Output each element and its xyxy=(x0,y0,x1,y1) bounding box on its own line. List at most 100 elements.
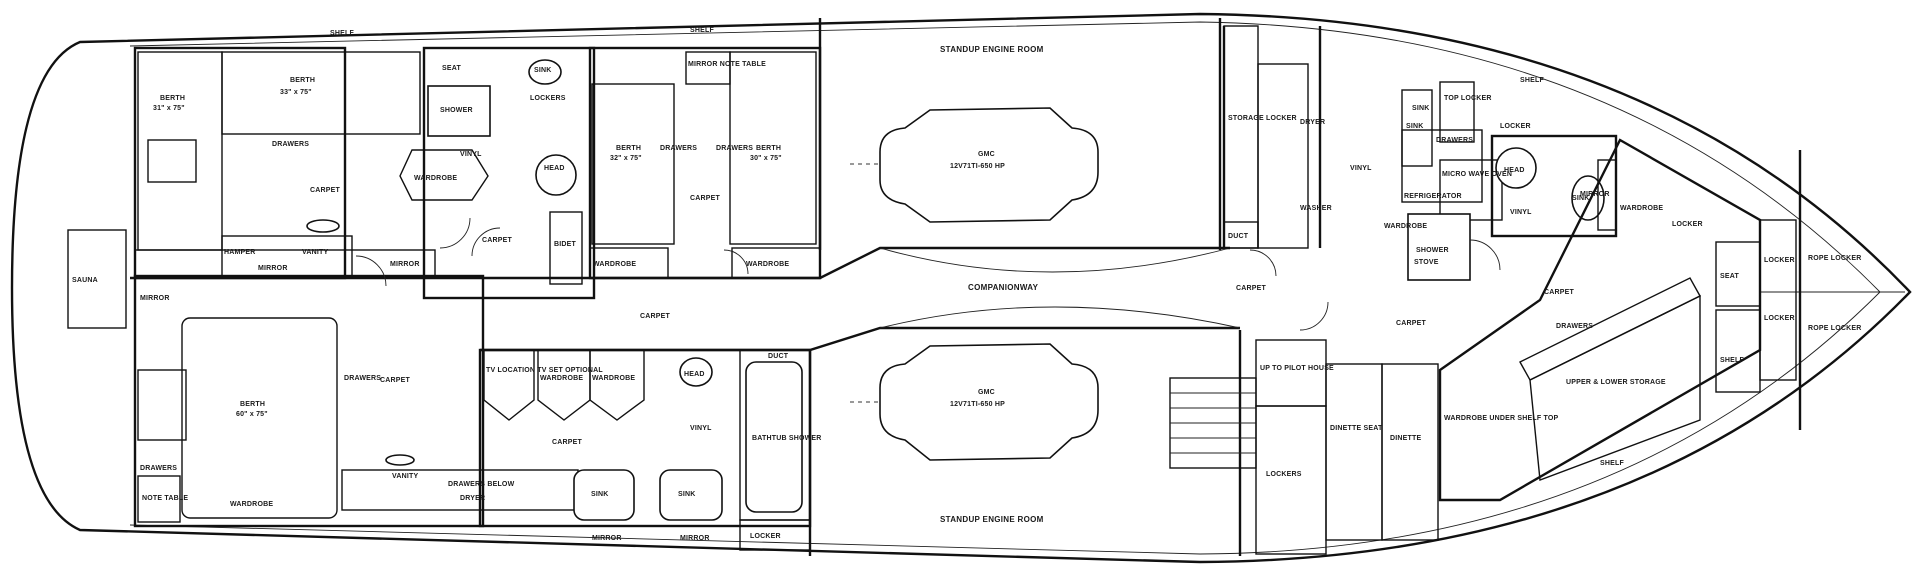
tv-location-shape xyxy=(483,349,535,421)
sink-1-basin xyxy=(528,59,562,85)
wardrobe-5-shape xyxy=(589,349,645,421)
label-shelf-mid: SHELF xyxy=(690,27,714,34)
label-lockers-lower: LOCKERS xyxy=(1266,471,1302,478)
guest-berth-left xyxy=(591,83,675,245)
bidet-box xyxy=(549,211,583,285)
label-bidet: BIDET xyxy=(554,241,577,248)
label-wardrobe-4: WARDROBE xyxy=(540,375,583,382)
label-head-1: HEAD xyxy=(544,165,565,172)
label-rope-locker-1: ROPE LOCKER xyxy=(1808,255,1862,262)
label-wardrobe-2: WARDROBE xyxy=(593,261,636,268)
label-berth-master: BERTH xyxy=(240,401,265,408)
refrigerator-box xyxy=(1401,129,1483,203)
label-stove: STOVE xyxy=(1414,259,1439,266)
label-drawers-2: DRAWERS xyxy=(140,465,177,472)
label-dinette: DINETTE xyxy=(1390,435,1421,442)
hull-outline xyxy=(10,12,1912,564)
engine-bottom-block xyxy=(879,343,1099,461)
fwd-storage-block xyxy=(1529,294,1701,481)
label-engine-top: GMC xyxy=(978,151,995,158)
label-shelf-fwd-lower: SHELF xyxy=(1600,460,1624,467)
label-vinyl-2: VINYL xyxy=(690,425,712,432)
bathtub xyxy=(745,361,803,513)
label-wardrobe-3: WARDROBE xyxy=(746,261,789,268)
label-sink-fwd: SINK xyxy=(1412,105,1430,112)
vanity-dresser-bench xyxy=(341,469,579,511)
label-carpet-2: CARPET xyxy=(380,377,411,384)
label-dryer-1: DRYER xyxy=(1300,119,1325,126)
label-berth-guest-right: BERTH xyxy=(756,145,781,152)
label-duct-2: DUCT xyxy=(768,353,789,360)
label-vinyl-4: VINYL xyxy=(1510,209,1532,216)
label-rope-locker-2: ROPE LOCKER xyxy=(1808,325,1862,332)
label-dinette-seat: DINETTE SEAT xyxy=(1330,425,1383,432)
label-locker-3: LOCKER xyxy=(1672,221,1703,228)
dinette-seat-box xyxy=(1325,363,1383,541)
label-duct-1: DUCT xyxy=(1228,233,1249,240)
label-shower-1: SHOWER xyxy=(440,107,473,114)
label-mirror-5: MIRROR xyxy=(140,295,170,302)
label-wardrobe-8: WARDROBE xyxy=(1384,223,1427,230)
label-hamper: HAMPER xyxy=(224,249,256,256)
head-1-toilet xyxy=(535,154,577,196)
label-berth-master-size: 60" x 75" xyxy=(236,411,268,418)
head-3-toilet xyxy=(1495,147,1537,189)
label-wardrobe-5: WARDROBE xyxy=(592,375,635,382)
label-mirror-6: MIRROR xyxy=(1580,191,1610,198)
label-engine-room-bottom: STANDUP ENGINE ROOM xyxy=(940,515,1044,524)
label-locker-2: LOCKER xyxy=(1500,123,1531,130)
dinette-box xyxy=(1381,363,1439,541)
label-dryer-2: DRYER xyxy=(460,495,485,502)
label-mirror-1: MIRROR xyxy=(258,265,288,272)
label-berth-guest-right-size: 32" x 75" xyxy=(610,155,642,162)
micro-oven-box xyxy=(1439,159,1503,221)
label-vanity-1: VANITY xyxy=(302,249,328,256)
label-drawers-4: DRAWERS xyxy=(1556,323,1593,330)
label-wardrobe-1: WARDROBE xyxy=(414,175,457,182)
label-head-2: HEAD xyxy=(684,371,705,378)
label-drawers-below: DRAWERS BELOW xyxy=(448,481,515,488)
label-berth-guest-right-size-2: 30" x 75" xyxy=(750,155,782,162)
sink-3-bowl xyxy=(659,469,723,521)
label-shelf-fwd-3: SHELF xyxy=(1720,357,1744,364)
fwd-locker-column xyxy=(1759,219,1797,381)
label-seat-fwd: SEAT xyxy=(1720,273,1739,280)
label-engine-top-model: 12V71TI-650 HP xyxy=(950,163,1005,170)
label-carpet-3: CARPET xyxy=(482,237,513,244)
label-companionway: COMPANIONWAY xyxy=(968,283,1039,292)
storage-locker-box xyxy=(1223,25,1259,249)
door-swing-7 xyxy=(1469,239,1501,271)
label-seat: SEAT xyxy=(442,65,461,72)
top-locker-box xyxy=(1439,81,1475,143)
aft-head xyxy=(422,46,596,300)
label-drawers-5: DRAWERS xyxy=(660,145,697,152)
label-berth-aft-small-size: 31" x 75" xyxy=(153,105,185,112)
door-swing-4 xyxy=(723,249,749,275)
label-washer: WASHER xyxy=(1300,205,1332,212)
master-drawers xyxy=(137,369,187,441)
corridor-top-wall xyxy=(440,246,1230,280)
label-upper-lower-storage: UPPER & LOWER STORAGE xyxy=(1566,379,1666,386)
vanity-2-sink xyxy=(385,454,415,466)
label-berth-aft-small: BERTH xyxy=(160,95,185,102)
corridor-bottom-wall xyxy=(130,276,1240,352)
engine-top-block xyxy=(879,107,1099,223)
label-shower-2: SHOWER xyxy=(1416,247,1449,254)
stove-box xyxy=(1407,213,1471,281)
companionway-arc-bottom xyxy=(879,306,1241,329)
label-top-locker: TOP LOCKER xyxy=(1444,95,1492,102)
label-sink-4: SINK xyxy=(1572,195,1590,202)
label-sink-2: SINK xyxy=(591,491,609,498)
label-locker-4: LOCKER xyxy=(1764,257,1795,264)
label-sink-5: SINK xyxy=(1406,123,1424,130)
label-carpet-8: CARPET xyxy=(1396,320,1427,327)
sink-fwd-box xyxy=(1401,89,1433,167)
lockers-box xyxy=(1255,405,1327,555)
label-up-to-pilot-house: UP TO PILOT HOUSE xyxy=(1260,365,1334,372)
label-vanity-2: VANITY xyxy=(392,473,418,480)
label-carpet-9: CARPET xyxy=(1544,289,1575,296)
label-carpet-7: CARPET xyxy=(1236,285,1267,292)
label-carpet-1: CARPET xyxy=(310,187,341,194)
